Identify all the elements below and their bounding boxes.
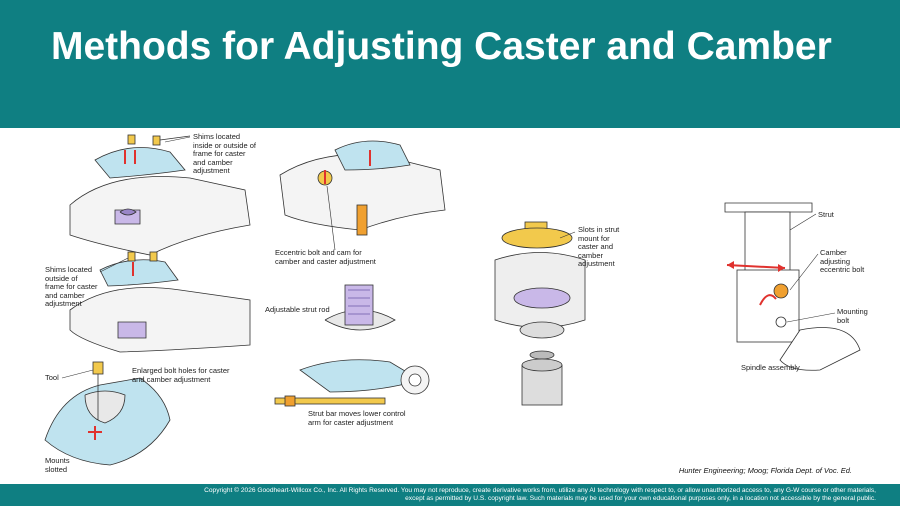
strut-eccentric-bolt-diagram <box>724 202 861 371</box>
label-shims-inside-outside: Shims located inside or outside of frame… <box>193 132 256 175</box>
lower-arm-slotted-diagram <box>44 361 171 466</box>
strut-mount-slots-diagram <box>494 221 586 406</box>
leader-lines <box>61 136 836 379</box>
label-mounting-bolt: Mounting bolt <box>837 307 868 325</box>
label-slots-in-strut-mount: Slots in strut mount for caster and camb… <box>578 225 620 268</box>
frame-outside-shims-diagram <box>69 251 251 353</box>
label-enlarged-bolt-holes: Enlarged bolt holes for caster and cambe… <box>132 366 230 384</box>
slide-title: Methods for Adjusting Caster and Camber <box>51 25 832 68</box>
footer-bar: Copyright © 2026 Goodheart-Willcox Co., … <box>0 484 900 506</box>
label-adjustable-strut-rod: Adjustable strut rod <box>265 305 330 314</box>
adjustable-strut-rod-diagram <box>274 284 430 407</box>
label-strut: Strut <box>818 210 834 219</box>
label-strut-bar-moves: Strut bar moves lower control arm for ca… <box>308 409 406 427</box>
image-credit: Hunter Engineering; Moog; Florida Dept. … <box>678 466 852 475</box>
upper-arm-shims-diagram <box>69 134 251 256</box>
eccentric-bolt-cam-diagram <box>279 140 446 236</box>
label-tool: Tool <box>45 373 59 382</box>
copyright-notice: Copyright © 2026 Goodheart-Willcox Co., … <box>204 487 876 502</box>
label-spindle-assembly: Spindle assembly <box>741 363 800 372</box>
label-camber-eccentric-bolt: Camber adjusting eccentric bolt <box>820 248 865 274</box>
title-bar: Methods for Adjusting Caster and Camber <box>0 0 900 128</box>
illustrations <box>44 134 861 466</box>
label-mounts-slotted: Mounts slotted <box>45 456 70 474</box>
label-eccentric-bolt-cam: Eccentric bolt and cam for camber and ca… <box>275 248 376 266</box>
label-shims-outside: Shims located outside of frame for caste… <box>45 265 98 308</box>
